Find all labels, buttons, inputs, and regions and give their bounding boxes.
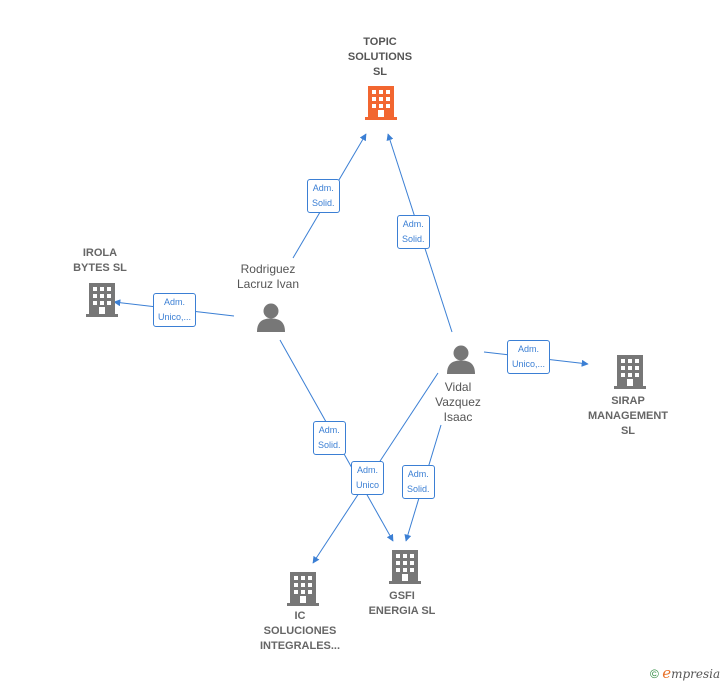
node-label-line: SIRAP (611, 395, 645, 407)
node-label-line: IROLA (82, 247, 118, 259)
node-label-line: INTEGRALES... (259, 640, 341, 652)
brand-rest: mpresia (671, 667, 721, 681)
person-icon[interactable] (447, 345, 475, 375)
node-label-line: SOLUTIONS (347, 51, 413, 63)
building-icon[interactable] (287, 572, 319, 606)
edge-badge-line: Adm. (312, 183, 334, 193)
edge-badge-rodriguez-topic[interactable]: Adm. Solid. (307, 179, 340, 213)
building-icon[interactable] (389, 550, 421, 584)
edge-badge-line: Adm. (518, 344, 540, 354)
person-icon[interactable] (257, 303, 285, 333)
node-label-gsfi-energia[interactable]: GSFI ENERGIA SL (352, 589, 452, 619)
node-label-sirap-management[interactable]: SIRAP MANAGEMENT SL (578, 394, 678, 439)
node-label-line: GSFI (389, 590, 415, 602)
node-label-rodriguez-lacruz[interactable]: Rodriguez Lacruz Ivan (218, 262, 318, 292)
node-label-line: Lacruz Ivan (236, 277, 300, 291)
node-label-ic-soluciones[interactable]: IC SOLUCIONES INTEGRALES... (250, 609, 350, 654)
node-label-line: Vidal (444, 380, 472, 394)
edge-badge-rodriguez-gsfi[interactable]: Adm. Solid. (313, 421, 346, 455)
node-label-line: Vazquez (435, 395, 481, 409)
copyright-icon: © (650, 667, 659, 681)
building-icon[interactable] (614, 355, 646, 389)
node-label-line: TOPIC (363, 36, 397, 48)
edge-badge-line: Solid. (312, 198, 335, 208)
empresia-logo: empresia (662, 664, 721, 682)
edge-badge-vidal-topic[interactable]: Adm. Solid. (397, 215, 430, 249)
edge-badge-rodriguez-irola[interactable]: Adm. Unico,... (153, 293, 197, 327)
node-label-line: SL (620, 425, 636, 437)
edge-badge-line: Adm. (402, 219, 424, 229)
node-label-line: Isaac (443, 410, 473, 424)
edge-badge-line: Adm. (318, 425, 340, 435)
node-label-topic-solutions[interactable]: TOPIC SOLUTIONS SL (330, 35, 430, 80)
edge-badge-vidal-ic[interactable]: Adm. Unico (351, 461, 385, 495)
node-label-line: BYTES SL (73, 262, 127, 274)
building-icon[interactable] (365, 86, 397, 120)
node-label-line: IC (294, 610, 306, 622)
edge-badge-line: Adm. (357, 465, 379, 475)
brand-initial: e (662, 664, 672, 682)
building-icon[interactable] (86, 283, 118, 317)
edge-badge-line: Adm. (407, 469, 429, 479)
edge-badge-line: Unico (356, 480, 380, 490)
footer-credit[interactable]: © empresia (650, 664, 720, 682)
icons-layer (86, 86, 646, 606)
node-label-line: SL (372, 66, 388, 78)
edge-badge-line: Unico,... (158, 312, 192, 322)
node-label-line: Rodriguez (240, 262, 296, 276)
edge-badge-line: Solid. (402, 234, 425, 244)
edge-badge-vidal-gsfi[interactable]: Adm. Solid. (402, 465, 435, 499)
node-label-line: SOLUCIONES (263, 625, 337, 637)
node-label-line: ENERGIA SL (368, 605, 436, 617)
node-label-line: MANAGEMENT (587, 410, 669, 422)
edge-badge-line: Solid. (318, 440, 341, 450)
edge-badge-vidal-sirap[interactable]: Adm. Unico,... (507, 340, 551, 374)
edge-badge-line: Adm. (164, 297, 186, 307)
node-label-vidal-vazquez[interactable]: Vidal Vazquez Isaac (408, 380, 508, 425)
node-label-irola-bytes[interactable]: IROLA BYTES SL (55, 246, 145, 276)
edge-badge-line: Unico,... (512, 359, 546, 369)
edge-badge-line: Solid. (407, 484, 430, 494)
